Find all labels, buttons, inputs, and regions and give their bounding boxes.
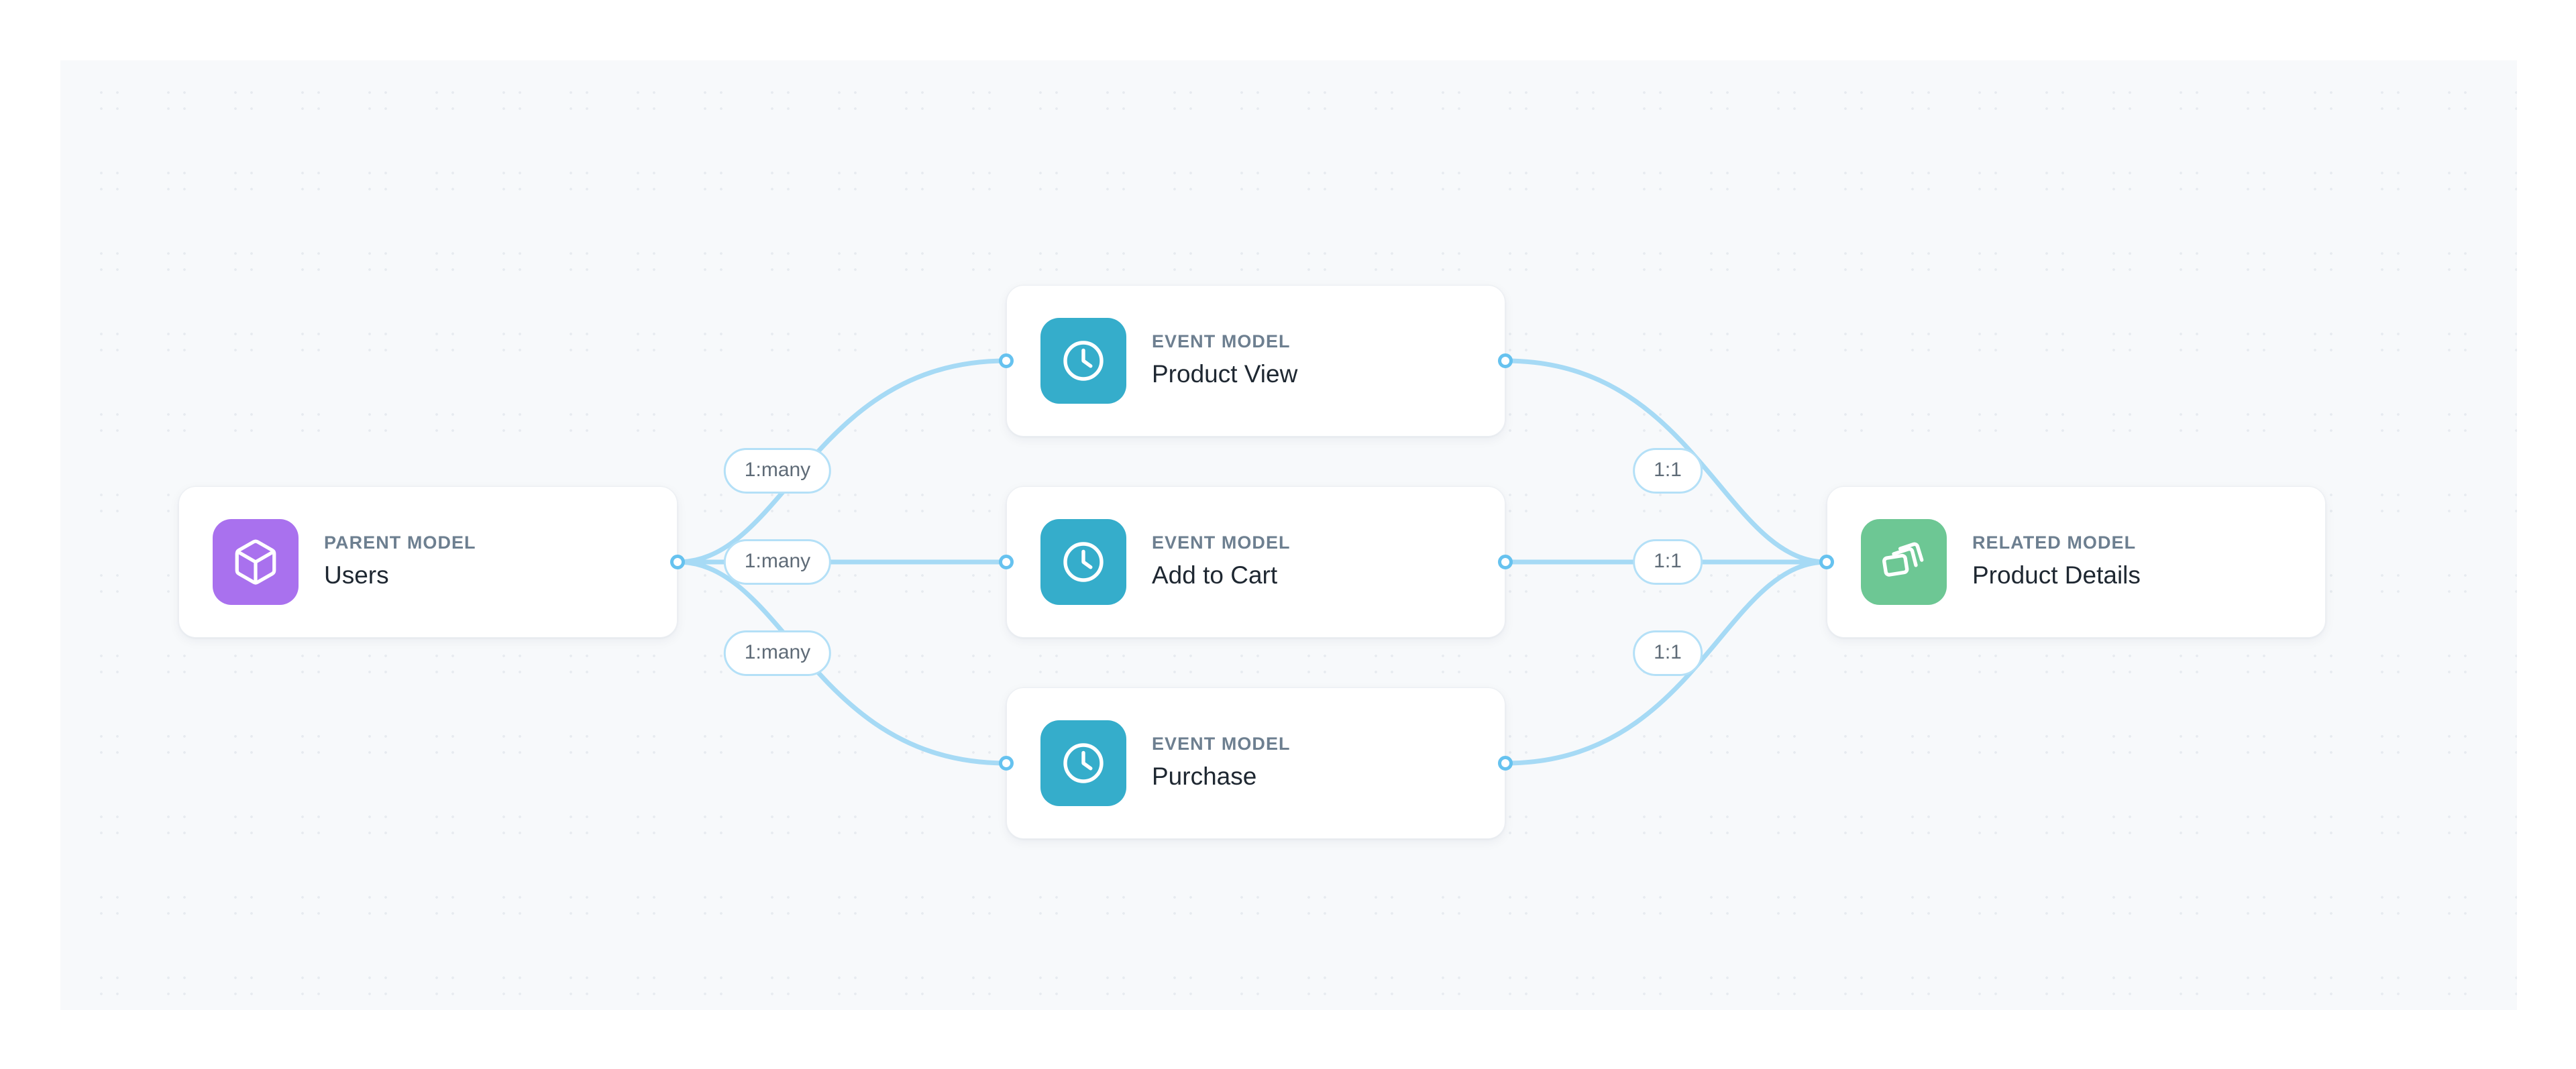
port-event-2-in[interactable] [999, 756, 1014, 771]
port-event-1-in[interactable] [999, 555, 1014, 569]
edge-label-parent-to-event-0[interactable]: 1:many [723, 448, 832, 494]
clock-icon [1040, 318, 1126, 404]
port-event-0-in[interactable] [999, 353, 1014, 368]
port-event-2-out[interactable] [1498, 756, 1513, 771]
node-title: Add to Cart [1152, 561, 1278, 589]
node-title: Product View [1152, 360, 1298, 388]
node-text-block: RELATED MODEL Product Details [1972, 532, 2141, 592]
edge-label-event-1-to-related[interactable]: 1:1 [1633, 539, 1703, 585]
node-kicker: EVENT MODEL [1152, 331, 1291, 351]
node-kicker: EVENT MODEL [1152, 733, 1291, 754]
node-parent-model[interactable]: PARENT MODEL Users [178, 486, 678, 638]
clock-icon [1040, 519, 1126, 605]
cube-icon [213, 519, 299, 605]
node-event-model-purchase[interactable]: EVENT MODEL Purchase [1006, 687, 1505, 839]
node-kicker: RELATED MODEL [1972, 532, 2137, 553]
node-text-block: EVENT MODEL Purchase [1152, 734, 1291, 793]
port-event-1-out[interactable] [1498, 555, 1513, 569]
edge-label-parent-to-event-1[interactable]: 1:many [723, 539, 832, 585]
node-kicker: EVENT MODEL [1152, 532, 1291, 553]
node-event-model-product-view[interactable]: EVENT MODEL Product View [1006, 285, 1505, 437]
node-text-block: EVENT MODEL Product View [1152, 331, 1297, 391]
edge-label-event-2-to-related[interactable]: 1:1 [1633, 630, 1703, 676]
node-title: Purchase [1152, 763, 1257, 791]
node-event-model-add-to-cart[interactable]: EVENT MODEL Add to Cart [1006, 486, 1505, 638]
node-kicker: PARENT MODEL [324, 532, 476, 553]
node-title: Product Details [1972, 561, 2141, 589]
edge-label-parent-to-event-2[interactable]: 1:many [723, 630, 832, 676]
node-text-block: EVENT MODEL Add to Cart [1152, 532, 1291, 592]
clock-icon [1040, 720, 1126, 806]
layers-icon [1861, 519, 1947, 605]
graph-canvas[interactable]: 1:many 1:many 1:many 1:1 1:1 1:1 PARENT … [60, 60, 2517, 1010]
port-event-0-out[interactable] [1498, 353, 1513, 368]
port-parent-out[interactable] [670, 555, 685, 569]
node-related-model[interactable]: RELATED MODEL Product Details [1827, 486, 2326, 638]
node-title: Users [324, 561, 389, 589]
node-text-block: PARENT MODEL Users [324, 532, 476, 592]
port-related-in[interactable] [1819, 555, 1834, 569]
edge-label-event-0-to-related[interactable]: 1:1 [1633, 448, 1703, 494]
